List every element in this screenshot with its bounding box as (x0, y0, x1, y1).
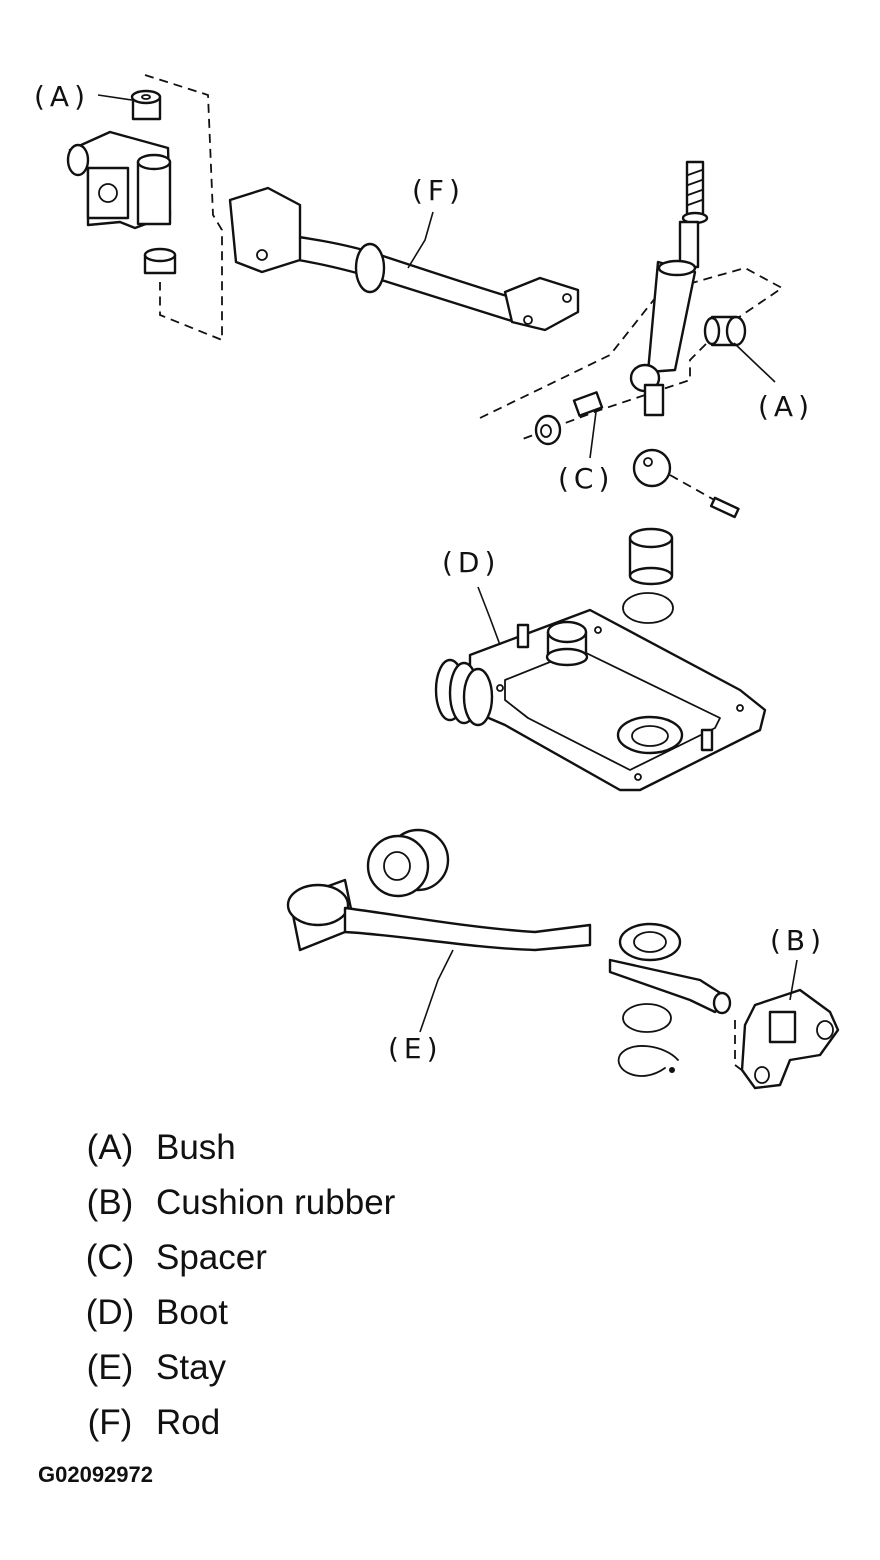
bush-a-top-part (130, 89, 162, 121)
left-bracket-assembly (66, 74, 223, 342)
legend-name: Bush (156, 1127, 236, 1167)
lower-bush-part (143, 247, 177, 275)
callout-f: (F) (412, 174, 465, 207)
legend-item: (A) Bush (66, 1120, 566, 1175)
figure-id: G02092972 (38, 1462, 153, 1487)
legend-item: (C) Spacer (66, 1230, 566, 1285)
bush-a-right-part (703, 315, 747, 347)
legend-code: (B) (86, 1182, 134, 1222)
legend-code: (F) (87, 1402, 133, 1442)
callout-d: (D) (442, 546, 500, 579)
legend-code: (C) (85, 1237, 135, 1277)
legend-code: (D) (85, 1292, 135, 1332)
legend-code: (A) (86, 1127, 134, 1167)
callout-a-right: (A) (758, 390, 814, 423)
legend-item: (D) Boot (66, 1285, 566, 1340)
parts-legend: (A) Bush (B) Cushion rubber (C) Spacer (… (66, 1120, 566, 1450)
exploded-parts-diagram: (A) (F) (A) (C) (D) (B) (E) (34, 74, 840, 1090)
legend-name: Boot (156, 1292, 228, 1332)
legend-name: Cushion rubber (156, 1182, 396, 1222)
spacer-c-part (534, 391, 604, 446)
legend-item: (E) Stay (66, 1340, 566, 1395)
callout-e: (E) (388, 1032, 443, 1065)
callout-c: (C) (558, 462, 614, 495)
stay-e-part (286, 828, 732, 1077)
callout-b: (B) (770, 924, 826, 957)
legend-item: (B) Cushion rubber (66, 1175, 566, 1230)
shift-lever-part (479, 160, 784, 519)
legend-item: (F) Rod (66, 1395, 566, 1450)
cushion-rubber-b-part (734, 988, 840, 1090)
legend-name: Stay (156, 1347, 227, 1387)
legend-name: Spacer (156, 1237, 267, 1277)
legend-code: (E) (86, 1347, 134, 1387)
rod-part (228, 186, 580, 332)
callout-a-top: (A) (34, 80, 90, 113)
boot-d-part (434, 527, 767, 792)
legend-name: Rod (156, 1402, 221, 1442)
clevis-bracket-part (66, 130, 172, 230)
